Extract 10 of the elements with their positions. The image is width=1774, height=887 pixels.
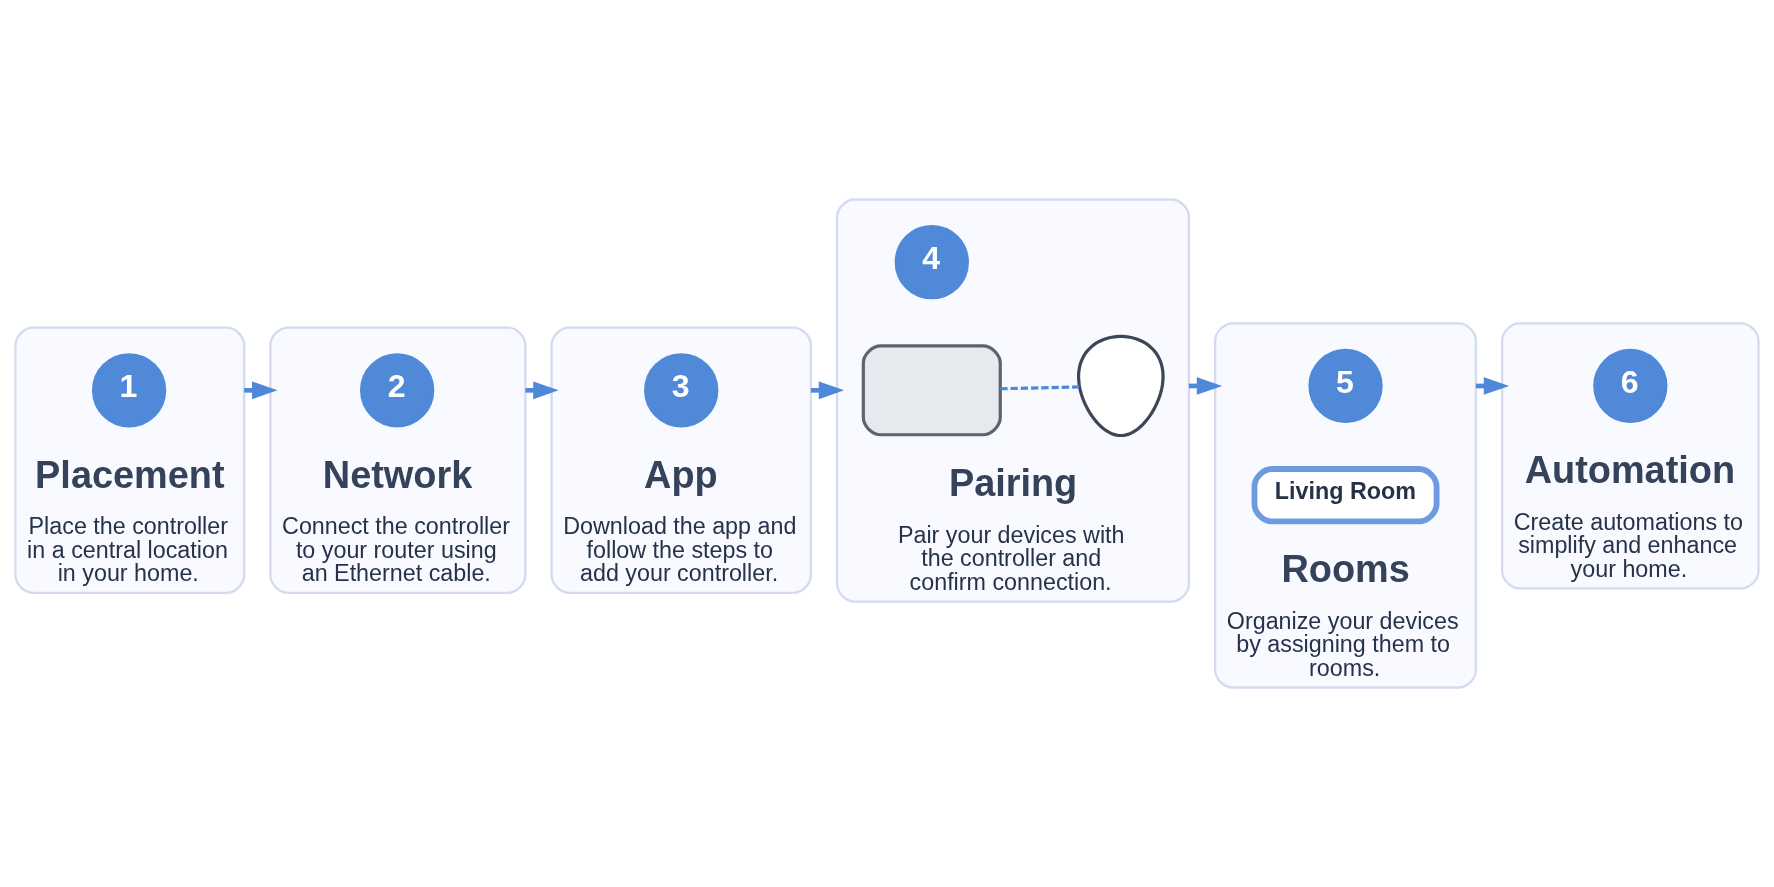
node-picture (1076, 334, 1165, 438)
node-circle: 3 (644, 353, 719, 428)
node-circle: 6 (1593, 348, 1668, 424)
node-box: Living Room (1251, 466, 1440, 525)
connector (1000, 385, 1080, 391)
node-circle: 4 (894, 224, 969, 300)
node-box (861, 344, 1002, 437)
node-circle: 5 (1308, 348, 1383, 424)
node-circle: 1 (91, 353, 167, 428)
node-circle: 2 (360, 353, 435, 428)
